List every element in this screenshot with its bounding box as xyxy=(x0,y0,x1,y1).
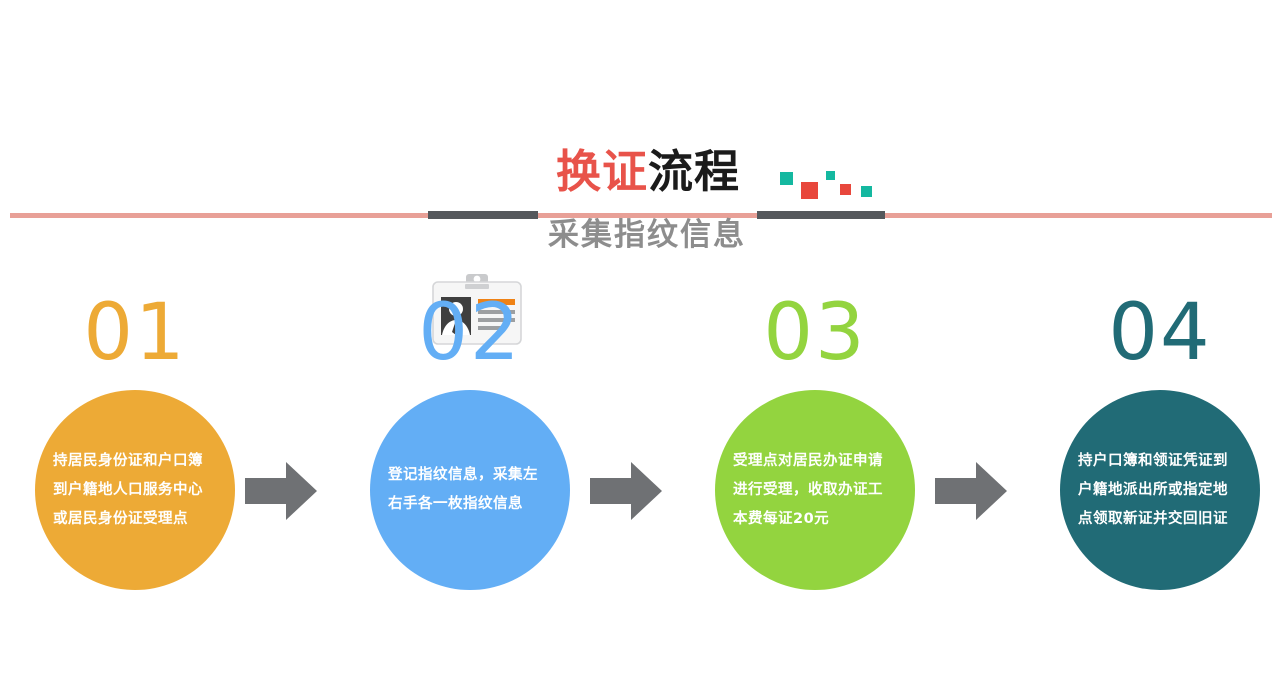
process-step-4: 04 持户口簿和领证凭证到户籍地派出所或指定地点领取新证并交回旧证 xyxy=(1050,290,1270,610)
flow-arrow-1 xyxy=(245,460,317,522)
step-text-2: 登记指纹信息，采集左右手各一枚指纹信息 xyxy=(388,467,538,512)
page-title-rest: 流程 xyxy=(648,145,741,198)
header-divider-dark-left xyxy=(428,211,538,219)
step-number-2: 02 xyxy=(418,288,522,378)
decor-square-teal-2 xyxy=(826,171,835,180)
process-flow: 01 持居民身份证和户口簿到户籍地人口服务中心或居民身份证受理点 02 登记指纹… xyxy=(0,290,1280,610)
id-card-icon xyxy=(427,272,527,347)
step-circle-3: 受理点对居民办证申请进行受理，收取办证工本费每证20元 xyxy=(715,390,915,590)
step-number-4: 04 xyxy=(1108,288,1212,378)
flow-arrow-3 xyxy=(935,460,1007,522)
step-text-3: 受理点对居民办证申请进行受理，收取办证工本费每证20元 xyxy=(733,452,883,527)
process-step-1: 01 持居民身份证和户口簿到户籍地人口服务中心或居民身份证受理点 xyxy=(25,290,245,610)
step-number-3: 03 xyxy=(763,288,867,378)
header-divider-dark-right xyxy=(757,211,885,219)
step-text-4: 持户口簿和领证凭证到户籍地派出所或指定地点领取新证并交回旧证 xyxy=(1078,452,1228,527)
step-circle-4: 持户口簿和领证凭证到户籍地派出所或指定地点领取新证并交回旧证 xyxy=(1060,390,1260,590)
decor-square-red-2 xyxy=(840,184,851,195)
step-text-1: 持居民身份证和户口簿到户籍地人口服务中心或居民身份证受理点 xyxy=(53,452,203,527)
step-circle-1: 持居民身份证和户口簿到户籍地人口服务中心或居民身份证受理点 xyxy=(35,390,235,590)
decor-square-red-1 xyxy=(801,182,818,199)
flow-arrow-2 xyxy=(590,460,662,522)
header-divider-pink xyxy=(10,213,1272,218)
header-band xyxy=(0,130,1280,345)
page-title: 换证流程 xyxy=(556,146,740,198)
decor-square-teal-1 xyxy=(780,172,793,185)
process-step-3: 03 受理点对居民办证申请进行受理，收取办证工本费每证20元 xyxy=(705,290,925,610)
process-step-2: 02 登记指纹信息，采集左右手各一枚指纹信息 xyxy=(360,290,580,610)
decor-square-teal-3 xyxy=(861,186,872,197)
page-subtitle: 采集指纹信息 xyxy=(548,217,746,253)
page-title-highlight: 换证 xyxy=(556,145,649,198)
step-circle-2: 登记指纹信息，采集左右手各一枚指纹信息 xyxy=(370,390,570,590)
step-number-1: 01 xyxy=(83,288,187,378)
